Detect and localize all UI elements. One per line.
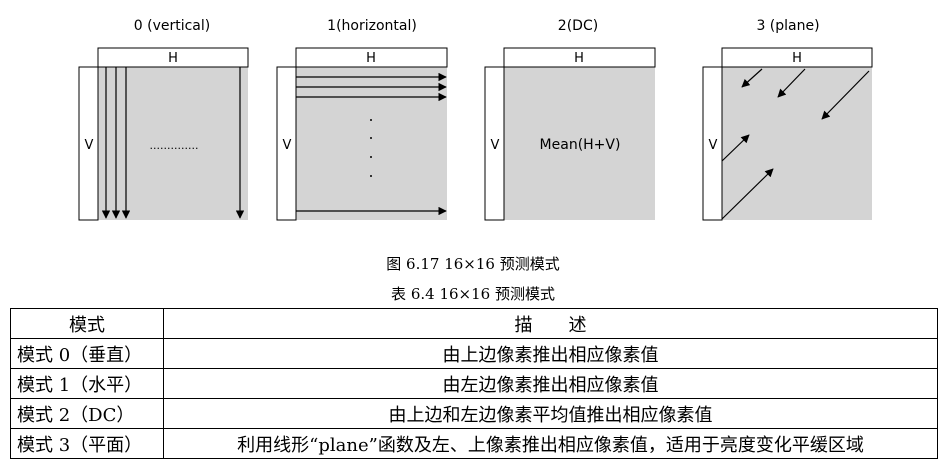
mode-3-h-label: H — [792, 51, 802, 66]
mode-3-arrow-5 — [721, 168, 774, 220]
mode-0-v-label: V — [85, 138, 94, 153]
row-mode: 模式 0（垂直） — [10, 338, 164, 369]
mode-0-title: 0 (vertical) — [133, 18, 211, 34]
mode-3-top-bar — [721, 47, 873, 68]
mode-2-top-bar — [503, 47, 656, 68]
mode-1-top-bar — [295, 47, 448, 68]
mode-3-arrow-1 — [741, 68, 763, 88]
mode-1-diagram: H V — [276, 47, 448, 221]
prediction-modes-table: 模式 描 述 模式 0（垂直） 由上边像素推出相应像素值 模式 1（水平） 由左… — [10, 308, 938, 459]
mode-3-arrow-4 — [721, 134, 750, 162]
mode-1-h-label: H — [366, 51, 376, 66]
table-row: 模式 0（垂直） 由上边像素推出相应像素值 — [10, 338, 938, 369]
mode-0-left-bar — [78, 66, 99, 221]
mode-3-arrow-2 — [777, 68, 806, 98]
mode-1-left-bar — [276, 66, 297, 221]
mode-2-left-bar — [484, 66, 505, 221]
mode-0-h-label: H — [168, 51, 178, 66]
mode-1-vertical-dots — [370, 119, 372, 177]
header-mode: 模式 — [10, 308, 164, 339]
mode-0-block — [98, 67, 248, 220]
mode-2-h-label: H — [574, 51, 584, 66]
modes-diagram: H V .............. H V — [78, 47, 873, 221]
mode-0-top-bar — [97, 47, 249, 68]
row-mode: 模式 2（DC） — [10, 398, 164, 429]
header-description: 描 述 — [163, 308, 938, 339]
row-mode: 模式 1（水平） — [10, 368, 164, 399]
mode-2-block — [504, 67, 655, 220]
mode-1-block — [296, 67, 447, 220]
mode-2-diagram: H V Mean(H+V) — [484, 47, 656, 221]
row-description: 利用线形“plane”函数及左、上像素推出相应像素值，适用于亮度变化平缓区域 — [163, 428, 938, 459]
mode-3-v-label: V — [709, 138, 718, 153]
row-mode: 模式 3（平面） — [10, 428, 164, 459]
mode-3-diagram: H V — [702, 47, 873, 221]
table-row: 模式 3（平面） 利用线形“plane”函数及左、上像素推出相应像素值，适用于亮… — [10, 428, 938, 459]
mode-1-title: 1(horizontal) — [327, 18, 417, 34]
mode-2-v-label: V — [491, 138, 500, 153]
mode-0-dots: .............. — [150, 139, 199, 152]
mode-0-diagram: H V .............. — [78, 47, 249, 221]
mode-3-left-bar — [702, 66, 723, 221]
table-row: 模式 1（水平） 由左边像素推出相应像素值 — [10, 368, 938, 399]
mode-2-title: 2(DC) — [557, 18, 599, 34]
mode-3-arrow-3 — [821, 70, 870, 120]
row-description: 由上边和左边像素平均值推出相应像素值 — [163, 398, 938, 429]
table-caption: 表 6.4 16×16 预测模式 — [391, 285, 555, 303]
row-description: 由左边像素推出相应像素值 — [163, 368, 938, 399]
figure-caption: 图 6.17 16×16 预测模式 — [386, 255, 560, 273]
mode-1-v-label: V — [283, 138, 292, 153]
table-row: 模式 2（DC） 由上边和左边像素平均值推出相应像素值 — [10, 398, 938, 429]
table-header-row: 模式 描 述 — [10, 308, 938, 339]
row-description: 由上边像素推出相应像素值 — [163, 338, 938, 369]
prediction-modes-figure: 0 (vertical) 1(horizontal) 2(DC) 3 (plan… — [78, 18, 873, 221]
mode-3-title: 3 (plane) — [756, 18, 820, 34]
mode-2-mean-label: Mean(H+V) — [540, 137, 621, 153]
